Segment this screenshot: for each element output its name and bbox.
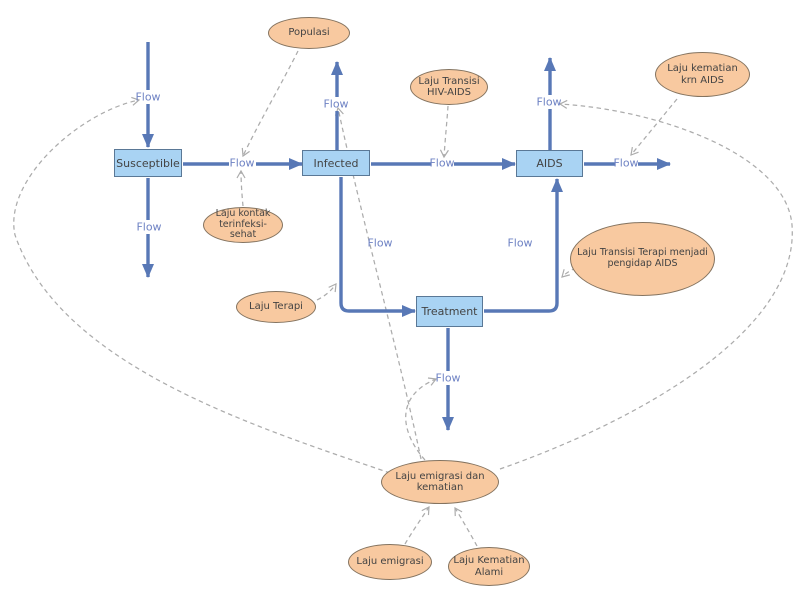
link-laju-transisi-hiv-to-flow[interactable]	[439, 105, 449, 159]
flow-label-outflow-treatment[interactable]: Flow	[435, 371, 461, 385]
variable-laju-kontak-terinfeksi-sehat[interactable]: Laju kontak terinfeksi-sehat	[203, 207, 283, 243]
variable-populasi-label: Populasi	[288, 27, 330, 39]
flow-label-susceptible-to-infected[interactable]: Flow	[229, 156, 255, 170]
flow-pipe-infected-to-treatment[interactable]	[339, 177, 416, 317]
variable-laju-transisi-hiv-aids-label: Laju Transisi HIV-AIDS	[418, 75, 480, 99]
stock-aids-label: AIDS	[536, 157, 563, 170]
flow-label-outflow-infected[interactable]: Flow	[323, 97, 349, 111]
stock-susceptible-label: Susceptible	[116, 156, 180, 170]
flow-label-infected-to-aids[interactable]: Flow	[429, 156, 455, 170]
flow-label-treatment-to-aids[interactable]: Flow	[507, 236, 533, 250]
link-laju-terapi-to-flow[interactable]	[316, 283, 337, 301]
variable-laju-emigrasi-dan-kematian-label: Laju emigrasi dan kematian	[395, 470, 485, 494]
flow-label-infected-to-treatment[interactable]: Flow	[367, 236, 393, 250]
link-emigrasi-kematian-to-inflow-susceptible[interactable]	[13, 96, 391, 474]
variable-laju-emigrasi-dan-kematian[interactable]: Laju emigrasi dan kematian	[381, 460, 499, 504]
link-laju-kontak-to-flow[interactable]	[236, 169, 246, 207]
stock-infected-label: Infected	[313, 156, 359, 170]
variable-laju-emigrasi[interactable]: Laju emigrasi	[348, 544, 432, 580]
variable-laju-kematian-alami[interactable]: Laju Kematian Alami	[448, 547, 530, 586]
variable-laju-kontak-terinfeksi-sehat-label: Laju kontak terinfeksi-sehat	[215, 207, 271, 241]
variable-laju-kematian-krn-aids[interactable]: Laju kematian krn AIDS	[655, 52, 750, 97]
link-emigrasi-kematian-to-outflow-aids[interactable]	[499, 99, 793, 470]
variable-laju-terapi[interactable]: Laju Terapi	[236, 291, 316, 323]
variable-laju-emigrasi-label: Laju emigrasi	[356, 556, 424, 568]
stock-aids[interactable]: AIDS	[516, 150, 583, 177]
stock-susceptible[interactable]: Susceptible	[114, 149, 182, 177]
flow-label-outflow-susceptible[interactable]: Flow	[136, 220, 162, 234]
flow-label-outflow-aids-right[interactable]: Flow	[613, 156, 639, 170]
stock-treatment[interactable]: Treatment	[416, 296, 483, 327]
link-populasi-to-flow[interactable]	[241, 50, 299, 158]
link-laju-kematian-krn-aids-to-flow[interactable]	[630, 98, 678, 156]
flow-pipe-treatment-to-aids[interactable]	[484, 178, 563, 313]
variable-laju-terapi-label: Laju Terapi	[249, 301, 303, 313]
stock-infected[interactable]: Infected	[302, 150, 370, 176]
link-laju-emigrasi-to-emigrasi-kematian[interactable]	[404, 505, 430, 545]
flow-label-outflow-aids-top[interactable]: Flow	[536, 95, 562, 109]
link-laju-kematian-alami-to-emigrasi-kematian[interactable]	[454, 506, 478, 547]
link-emigrasi-kematian-to-outflow-treatment[interactable]	[405, 377, 438, 461]
flow-label-inflow-susceptible[interactable]: Flow	[135, 90, 161, 104]
variable-laju-kematian-alami-label: Laju Kematian Alami	[453, 555, 525, 578]
variable-laju-kematian-krn-aids-label: Laju kematian krn AIDS	[667, 63, 738, 86]
variable-laju-transisi-terapi-menjadi-pengidap-aids[interactable]: Laju Transisi Terapi menjadi pengidap AI…	[570, 222, 715, 296]
stock-treatment-label: Treatment	[421, 305, 478, 318]
variable-laju-transisi-terapi-label: Laju Transisi Terapi menjadi pengidap AI…	[577, 247, 708, 269]
variable-populasi[interactable]: Populasi	[268, 17, 350, 49]
variable-laju-transisi-hiv-aids[interactable]: Laju Transisi HIV-AIDS	[410, 69, 488, 105]
